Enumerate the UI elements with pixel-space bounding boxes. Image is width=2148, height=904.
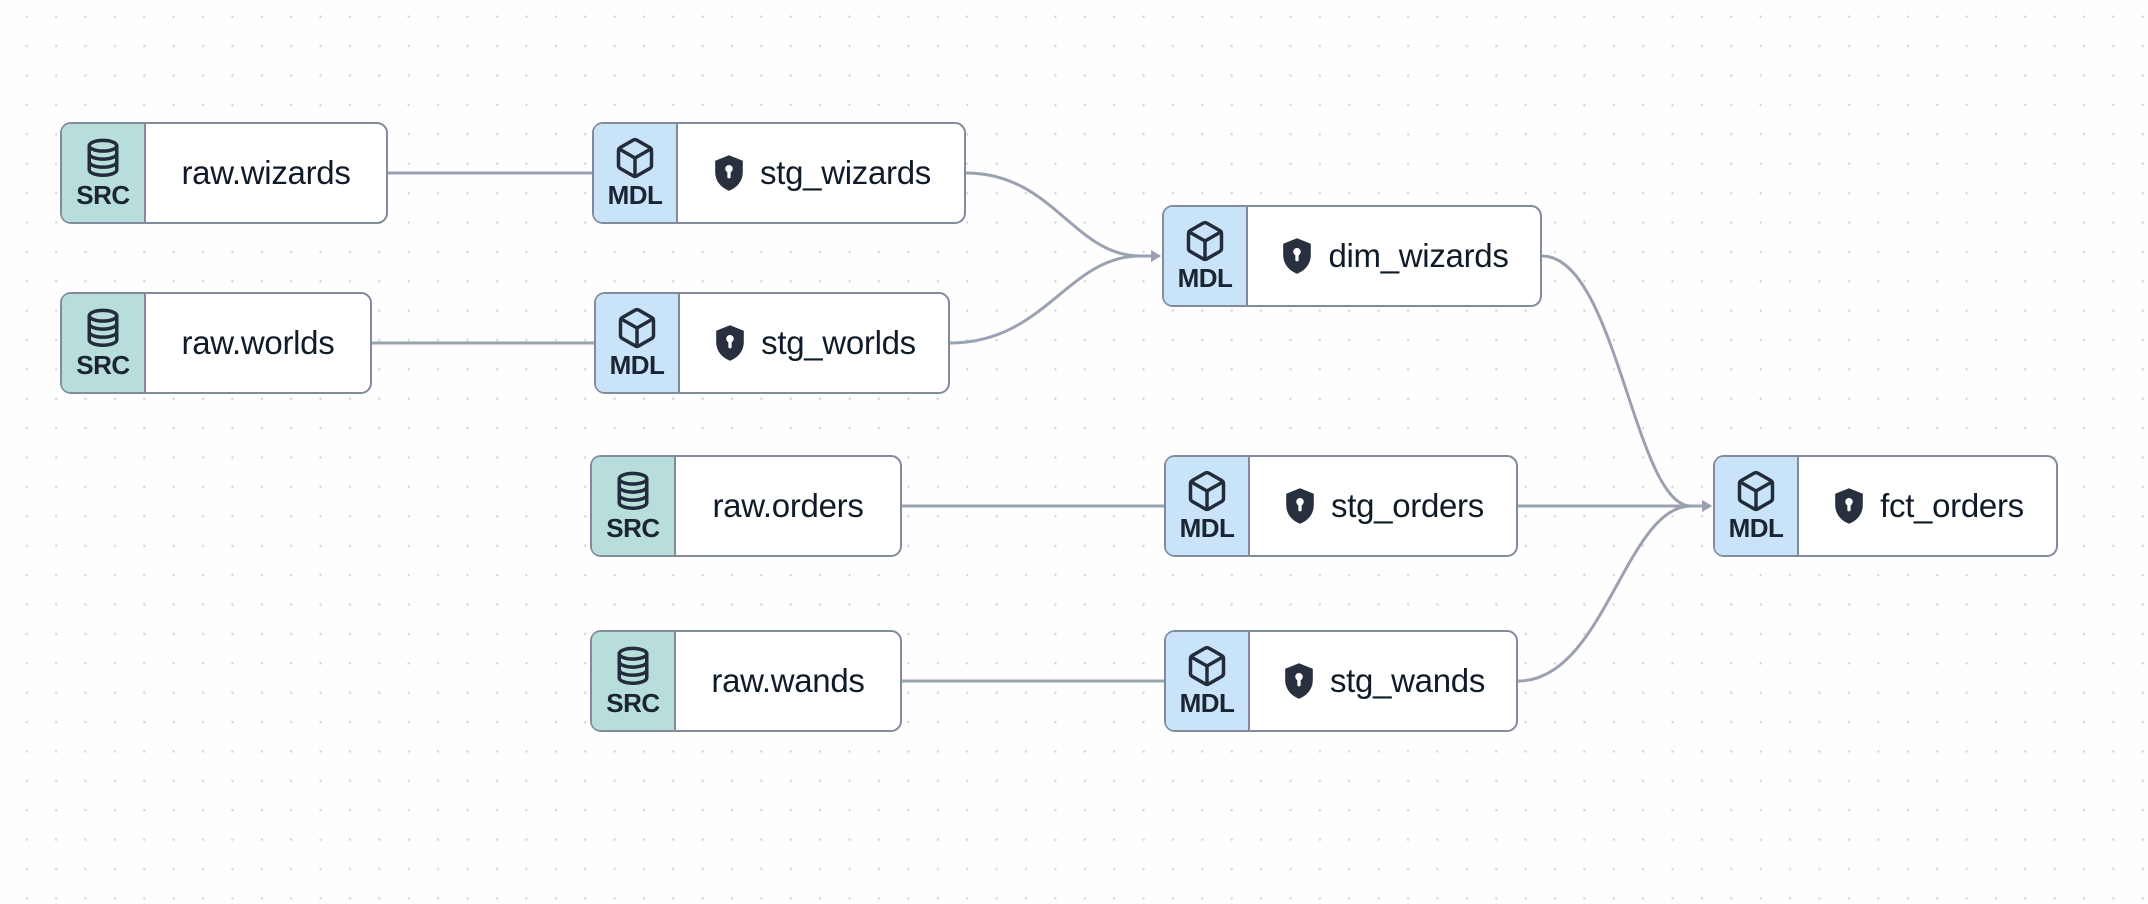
node-type-label: SRC <box>606 513 660 544</box>
node-label: raw.orders <box>712 487 864 524</box>
node-type-label: MDL <box>1179 513 1235 544</box>
shield-lock-icon <box>712 323 748 363</box>
node-label: stg_wizards <box>760 154 931 191</box>
node-type-badge: SRC <box>592 632 676 730</box>
cube-icon <box>613 136 657 180</box>
shield-lock-icon <box>711 153 747 193</box>
node-label: raw.wizards <box>181 154 351 191</box>
node-type-badge: MDL <box>594 124 678 222</box>
node-type-badge: SRC <box>62 294 146 392</box>
shield-lock-icon <box>1831 486 1867 526</box>
node-body: raw.orders <box>676 457 900 555</box>
node-label: raw.wands <box>711 662 865 699</box>
cube-icon <box>1183 219 1227 263</box>
node-type-badge: SRC <box>62 124 146 222</box>
node-raw-orders[interactable]: SRC raw.orders <box>590 455 902 557</box>
edge-arrowhead <box>1702 500 1712 512</box>
cube-icon <box>1734 469 1778 513</box>
node-raw-wizards[interactable]: SRC raw.wizards <box>60 122 388 224</box>
node-body: raw.worlds <box>146 294 370 392</box>
database-icon <box>611 644 655 688</box>
node-raw-worlds[interactable]: SRC raw.worlds <box>60 292 372 394</box>
node-label: stg_worlds <box>761 324 916 361</box>
node-type-label: MDL <box>1728 513 1784 544</box>
node-fct-orders[interactable]: MDL fct_orders <box>1713 455 2058 557</box>
node-type-label: MDL <box>1179 688 1235 719</box>
node-label: stg_wands <box>1329 662 1486 699</box>
node-type-label: SRC <box>606 688 660 719</box>
edge-dim_wizards-to-fct_orders <box>1540 254 1706 508</box>
node-label: fct_orders <box>1880 487 2024 524</box>
cube-icon <box>1185 644 1229 688</box>
edge-stg_worlds-to-dim_wizards <box>948 254 1155 345</box>
node-type-label: MDL <box>1177 263 1233 294</box>
node-body: stg_worlds <box>680 294 948 392</box>
edge-arrowhead <box>1702 500 1712 512</box>
node-body: stg_wands <box>1250 632 1516 730</box>
cube-icon <box>615 306 659 350</box>
node-type-badge: MDL <box>596 294 680 392</box>
node-type-label: SRC <box>76 350 130 381</box>
node-stg-worlds[interactable]: MDL stg_worlds <box>594 292 950 394</box>
node-type-badge: SRC <box>592 457 676 555</box>
cube-icon <box>1185 469 1229 513</box>
node-body: raw.wizards <box>146 124 386 222</box>
node-body: fct_orders <box>1799 457 2056 555</box>
node-label: stg_orders <box>1331 487 1484 524</box>
node-body: stg_orders <box>1250 457 1516 555</box>
node-type-badge: MDL <box>1166 457 1250 555</box>
database-icon <box>81 136 125 180</box>
node-type-label: SRC <box>76 180 130 211</box>
shield-lock-icon <box>1282 486 1318 526</box>
shield-lock-icon <box>1279 236 1315 276</box>
node-raw-wands[interactable]: SRC raw.wands <box>590 630 902 732</box>
node-type-badge: MDL <box>1166 632 1250 730</box>
edge-stg_wands-to-fct_orders <box>1516 504 1706 683</box>
node-stg-orders[interactable]: MDL stg_orders <box>1164 455 1518 557</box>
node-body: dim_wizards <box>1248 207 1540 305</box>
node-stg-wizards[interactable]: MDL stg_wizards <box>592 122 966 224</box>
database-icon <box>611 469 655 513</box>
node-stg-wands[interactable]: MDL stg_wands <box>1164 630 1518 732</box>
edge-arrowhead <box>1702 500 1712 512</box>
edge-arrowhead <box>1151 250 1161 262</box>
node-dim-wizards[interactable]: MDL dim_wizards <box>1162 205 1542 307</box>
node-body: raw.wands <box>676 632 900 730</box>
database-icon <box>81 306 125 350</box>
edge-stg_wizards-to-dim_wizards <box>964 171 1155 258</box>
node-type-badge: MDL <box>1715 457 1799 555</box>
node-label: raw.worlds <box>181 324 335 361</box>
node-type-label: MDL <box>609 350 665 381</box>
node-body: stg_wizards <box>678 124 964 222</box>
node-type-label: MDL <box>607 180 663 211</box>
node-label: dim_wizards <box>1328 237 1509 274</box>
shield-lock-icon <box>1281 661 1317 701</box>
edge-arrowhead <box>1151 250 1161 262</box>
node-type-badge: MDL <box>1164 207 1248 305</box>
